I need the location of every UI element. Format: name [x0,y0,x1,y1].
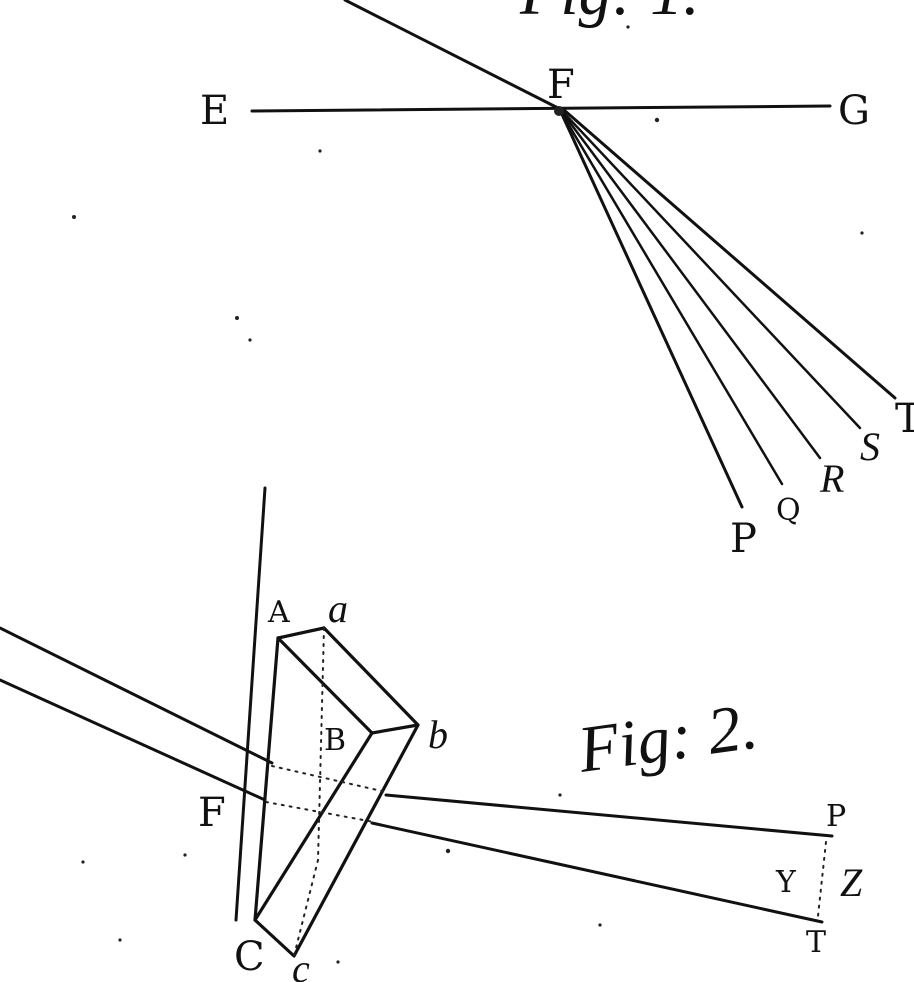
fig1-label-g: G [838,88,870,134]
fig1-ray-p [558,108,744,509]
fig2-label-c-upper: C [234,934,265,980]
fig1-ray-s [561,110,862,430]
fig2-label-c-lower: c [292,946,310,982]
fig1-label-r: R [819,456,844,501]
fig2-label-b-lower: b [428,712,448,757]
fig2-label-b-upper: B [324,723,346,758]
fig2-label-a-upper: A [267,595,290,630]
fig2-inner-ray-lower [265,801,375,823]
fig2-hidden-edge-lower [293,859,319,957]
fig1-label-f: F [547,62,575,108]
fig1-label-e: E [200,88,229,134]
fig2-label-y: Y [775,865,797,900]
fig2-window-line [234,486,267,922]
fig2-incident-beam-upper [0,626,274,765]
fig2-emergent-ray-t [370,821,824,924]
fig1-label-q: Q [776,493,801,528]
fig1-ray-q [559,110,784,486]
fig1-ray-t [562,108,897,400]
fig2-label-a-lower: a [328,586,348,631]
fig2-spectrum-yz [817,841,827,917]
figure-2-title: Fig: 2. [573,690,762,787]
fig2-hidden-edge-a-c [317,627,325,861]
fig1-line-eg [250,104,832,113]
fig1-label-p: P [730,516,757,562]
fig1-point-f [554,106,564,116]
paper-specks [72,25,864,964]
fig2-label-f: F [198,790,226,836]
fig2-edge-bb [370,723,420,735]
fig1-ray-r [560,110,822,460]
fig2-inner-ray-upper [271,765,387,793]
fig2-prism-front-face [253,636,374,922]
fig1-label-s: S [860,424,880,469]
fig2-prism-back-face [253,626,420,958]
fig2-label-z: Z [840,860,863,905]
figure-2: A a B b C c F P Y Z T Fig: 2. [0,486,863,982]
fig1-label-t: T [895,396,914,442]
fig2-incident-beam-lower [0,678,267,802]
fig1-incident-ray [343,0,560,110]
fig2-label-p: P [826,799,846,834]
fig2-label-t: T [806,925,826,960]
fig2-edge-aa [276,626,326,640]
figure-1-title: Fig: 1. [519,0,700,29]
fig2-emergent-ray-p [384,793,834,838]
figure-1: Fig: 1. E F G P Q R S T [200,0,914,562]
